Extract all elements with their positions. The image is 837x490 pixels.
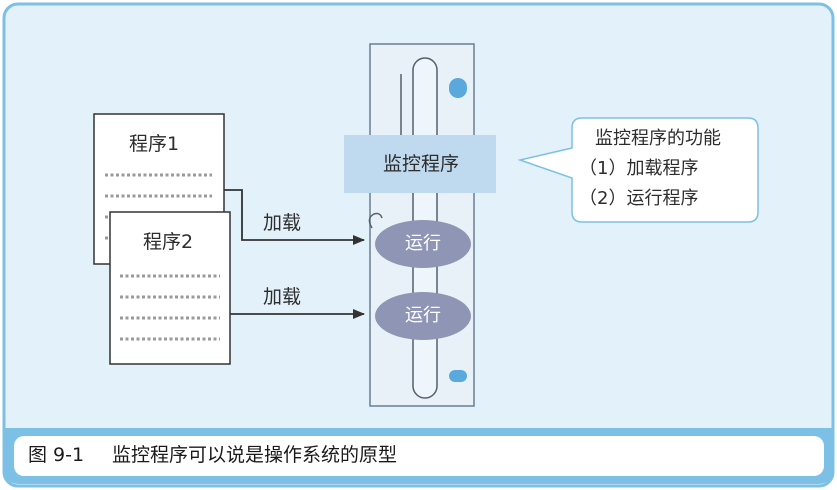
blue-dot-top (449, 78, 467, 98)
callout-bubble (517, 117, 759, 223)
program-2-lines (120, 274, 220, 341)
program-1-title: 程序1 (129, 133, 180, 155)
load-label-2: 加载 (263, 286, 302, 308)
run-label-1: 运行 (405, 233, 441, 254)
caption-text: 监控程序可以说是操作系统的原型 (112, 444, 398, 466)
caption-box (14, 436, 824, 476)
load-arrow-1 (224, 189, 365, 245)
run-ellipse-1 (375, 220, 471, 268)
run-ellipse-2 (375, 292, 471, 340)
monitor-box (344, 135, 496, 193)
caption-figure-number: 图 9-1 (28, 444, 85, 466)
load-label-1: 加载 (263, 212, 302, 234)
program-2-title: 程序2 (143, 231, 194, 253)
hook-mark (368, 212, 383, 229)
callout-title: 监控程序的功能 (595, 128, 721, 149)
monitor-label: 监控程序 (383, 153, 460, 175)
callout-item-2: （2）运行程序 (579, 188, 699, 209)
run-label-2: 运行 (405, 305, 441, 326)
blue-dot-bottom (449, 370, 467, 382)
callout-item-1: （1）加载程序 (579, 158, 699, 179)
